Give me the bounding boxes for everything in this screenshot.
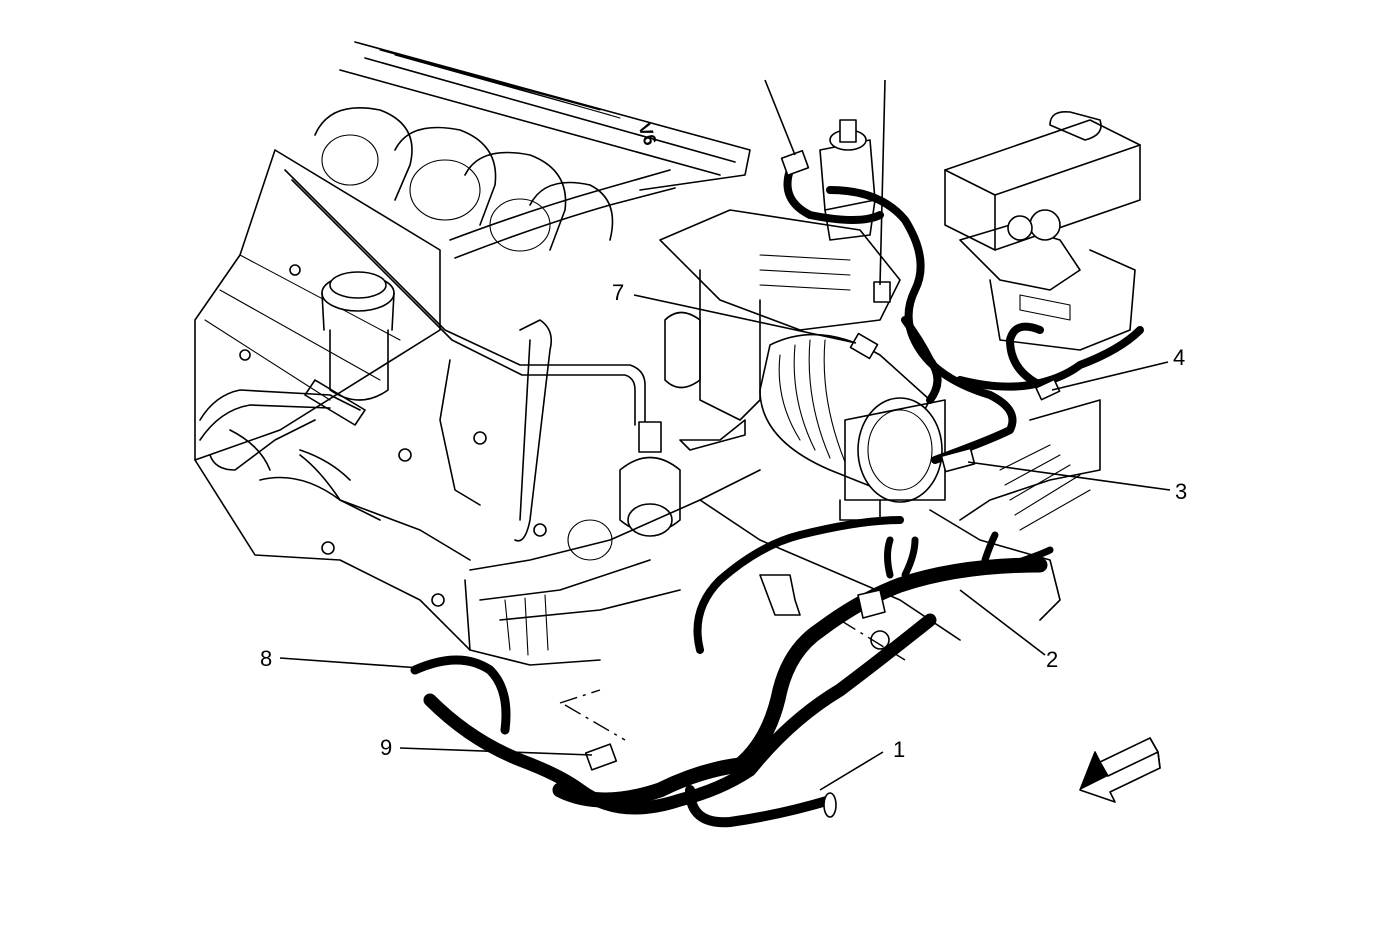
callout-4: 4: [1173, 345, 1185, 370]
reference-line-left: [559, 689, 626, 741]
callout-7: 7: [612, 280, 624, 305]
callout-2: 2: [1046, 647, 1058, 672]
connector-4: [1035, 378, 1061, 401]
callout-3: 3: [1175, 479, 1187, 504]
connectors: [584, 149, 1061, 771]
leader-lines: [279, 79, 1171, 791]
callout-9: 9: [380, 735, 392, 760]
callout-8: 8: [260, 646, 272, 671]
connector-egr-sensor: [873, 281, 891, 303]
reference-line-right: [839, 619, 906, 661]
connector-9: [584, 743, 618, 771]
connector-3: [940, 447, 976, 473]
front-direction-arrow-icon: [1079, 737, 1161, 803]
connector-7: [849, 332, 879, 360]
callout-1: 1: [893, 737, 905, 762]
connector-egr: [780, 149, 810, 177]
callout-labels: 1 2 3 4 7 8 9: [260, 280, 1187, 762]
wiring-harness: [410, 166, 1144, 828]
engine-assembly: V6: [194, 41, 1141, 666]
